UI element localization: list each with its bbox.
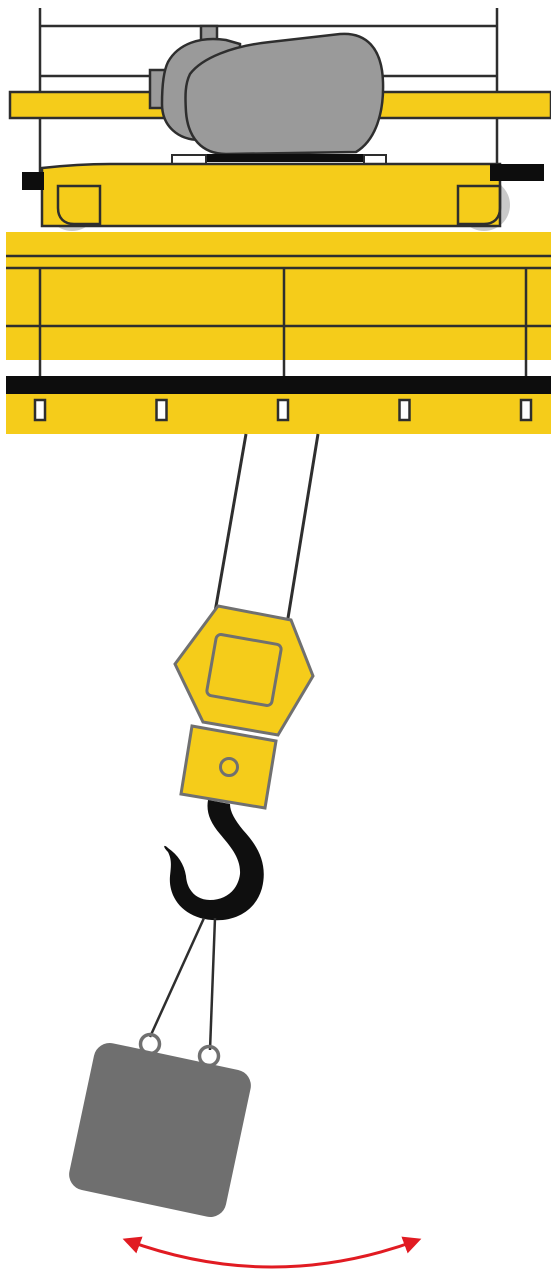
hook-block-sheave-cover — [205, 633, 283, 707]
motor-body — [184, 32, 385, 156]
hoist-rope — [213, 433, 320, 619]
hook-block-crosshead — [179, 724, 278, 810]
trolley-bumper-right — [490, 164, 544, 181]
girder-slot — [33, 398, 47, 422]
hook-block — [173, 604, 315, 810]
trolley-wheel-housing-right — [456, 184, 502, 226]
hoist-motor — [148, 24, 387, 166]
girder-slot — [276, 398, 290, 422]
swing-double-arrow-icon — [122, 1236, 422, 1269]
trolley — [22, 162, 544, 231]
girder-lines — [6, 254, 551, 380]
girder-web — [6, 232, 551, 360]
load-body — [69, 1042, 251, 1218]
load — [69, 1032, 251, 1218]
girder-rail — [6, 376, 551, 394]
trolley-frame — [40, 162, 502, 228]
load-slings — [148, 917, 217, 1051]
hook-block-sheave-housing — [173, 604, 315, 737]
crosshead-pin — [219, 757, 239, 777]
trolley-wheel-housing-left — [56, 184, 102, 226]
motor-base-plate — [178, 154, 384, 162]
trolley-bumper-left — [22, 172, 44, 190]
girder-slot — [155, 398, 168, 422]
bridge-girder — [6, 232, 551, 434]
girder-slot — [398, 398, 411, 422]
crane-hook-icon — [164, 800, 264, 921]
girder-slot — [519, 398, 533, 422]
girder-slots — [33, 398, 533, 422]
